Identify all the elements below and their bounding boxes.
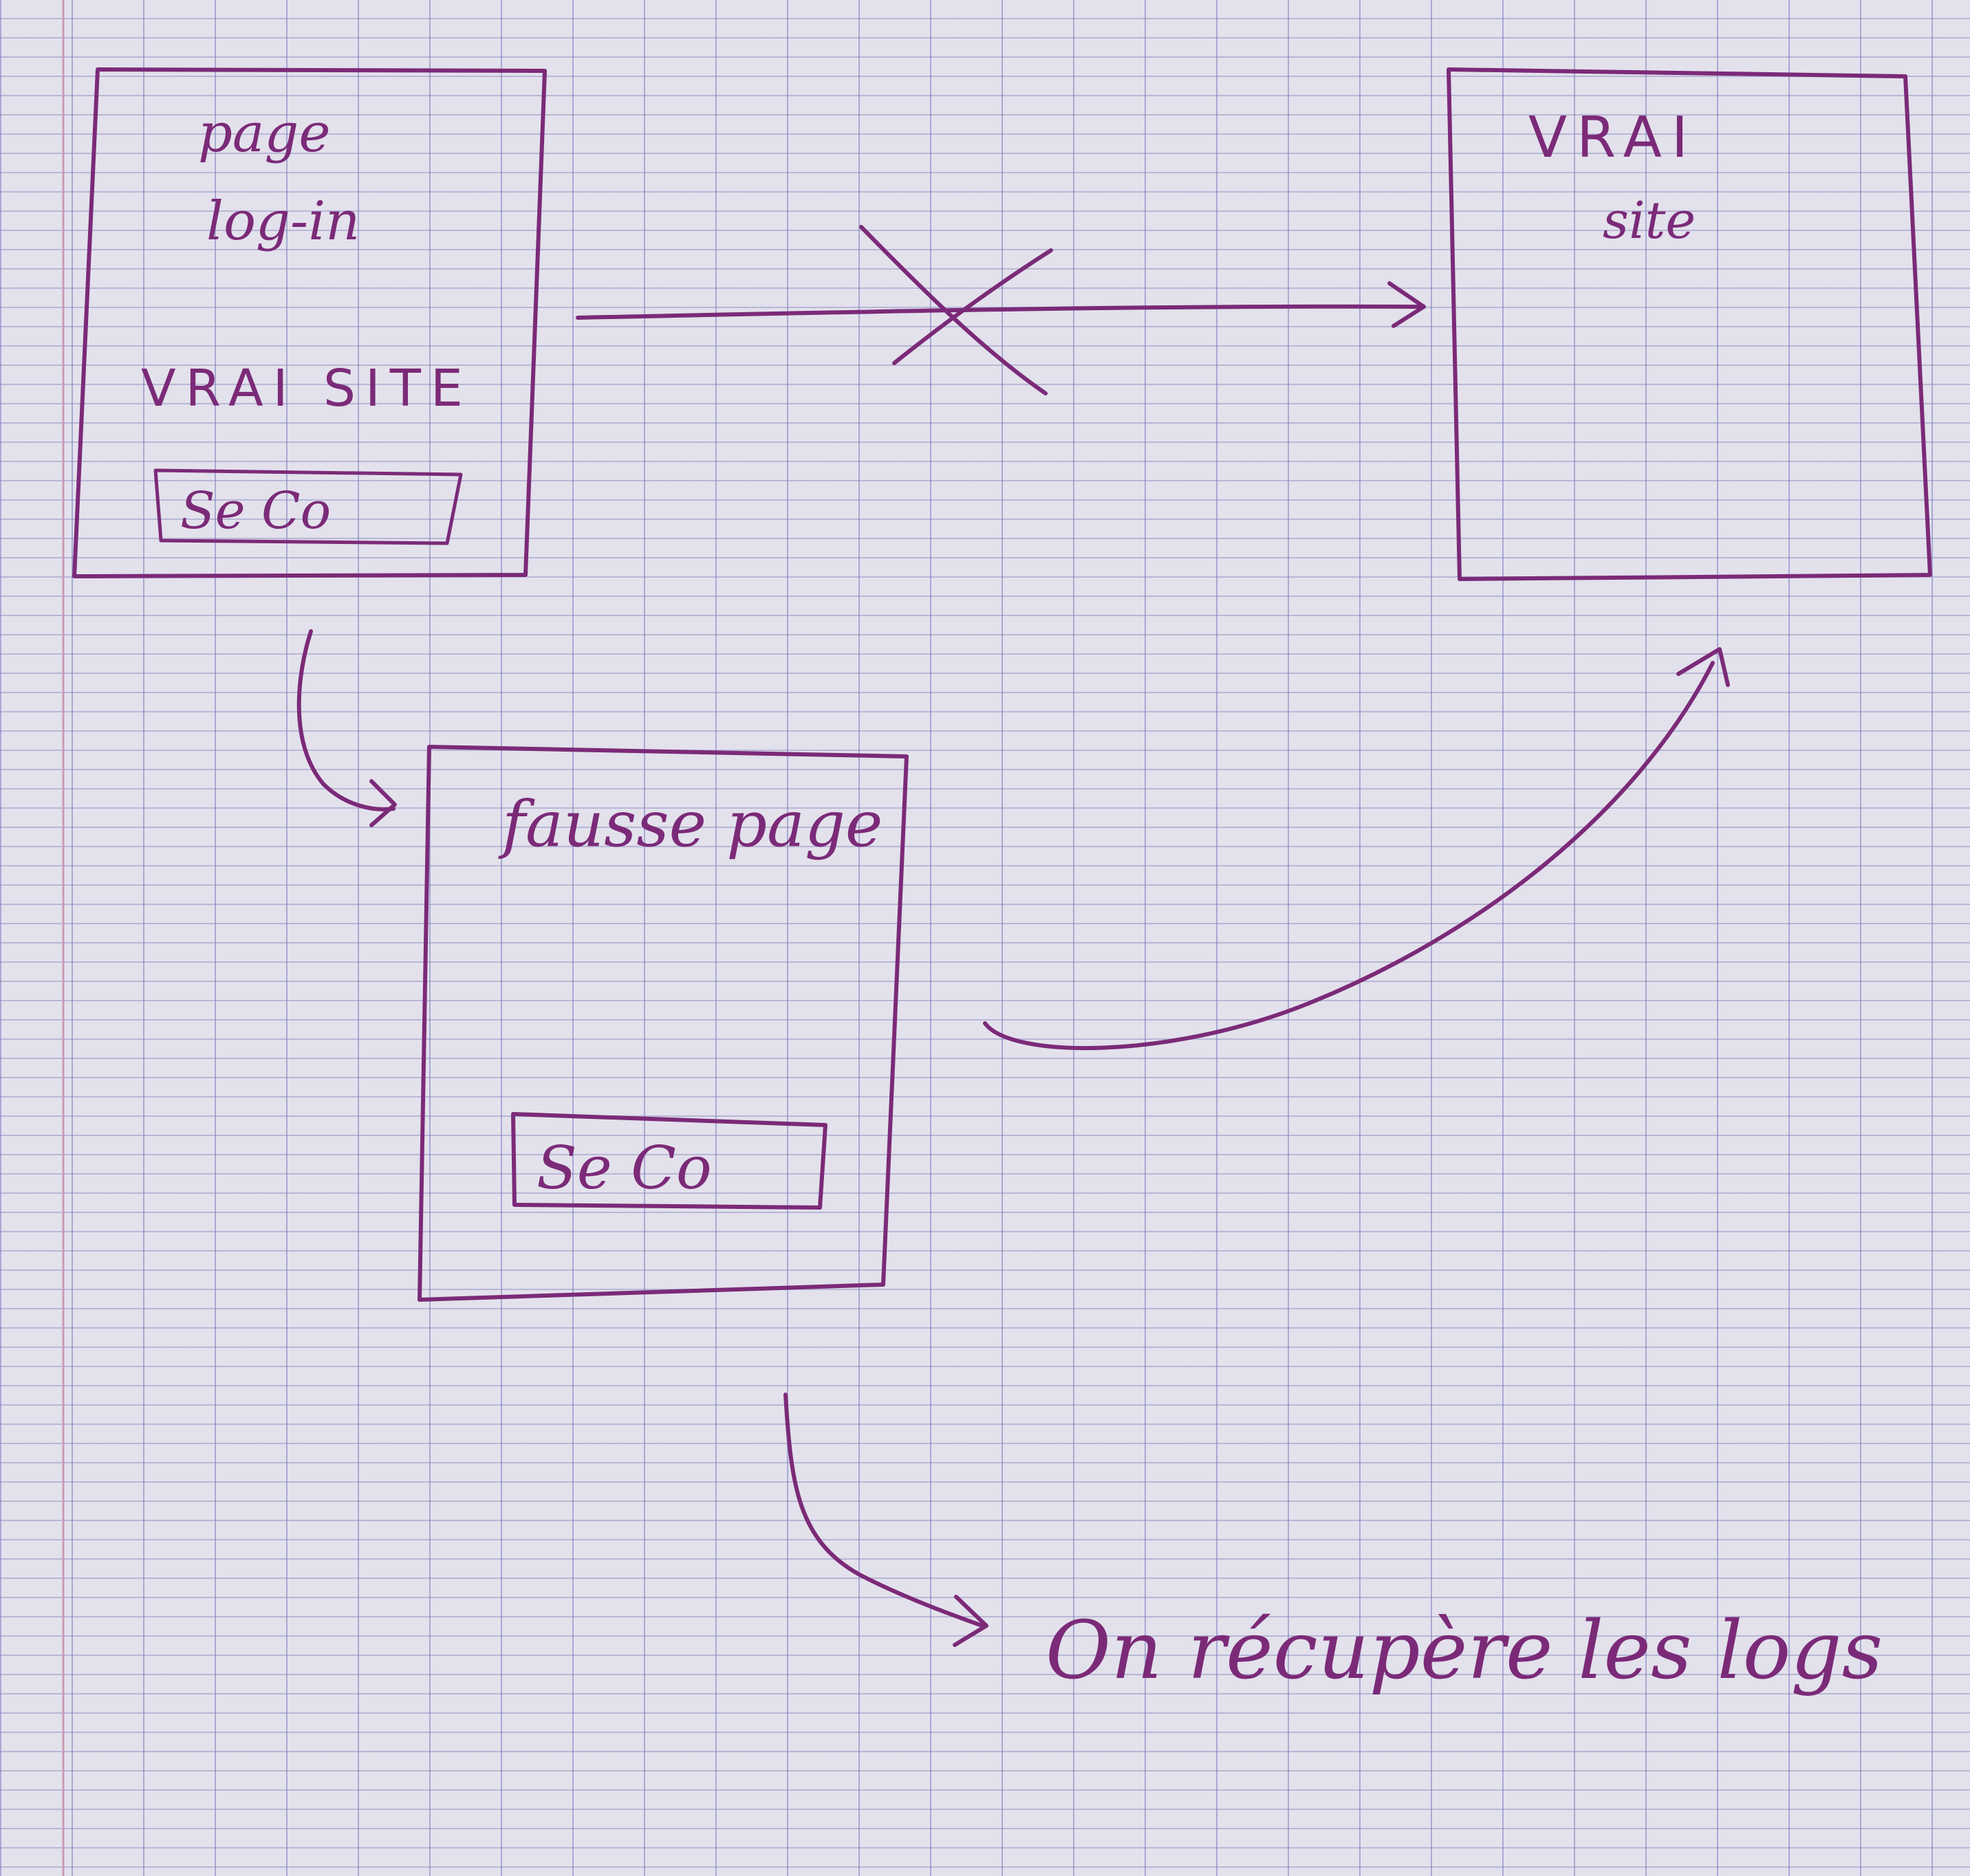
- fake-login-button-label: Se Co: [537, 1134, 712, 1203]
- result-text: On récupère les logs: [1046, 1604, 1883, 1697]
- login-button: Se Co: [153, 468, 463, 545]
- harvest-arrow: [783, 1393, 988, 1647]
- login-page-title-line2: log-in: [206, 190, 360, 252]
- blocked-arrow: [576, 225, 1426, 395]
- redirect-arrow: [296, 629, 397, 827]
- login-page-title-line1: page: [198, 102, 331, 164]
- real-site-title-line2: site: [1603, 191, 1696, 250]
- login-page-subtitle: VRAI SITE: [141, 359, 473, 418]
- fake-login-button: Se Co: [511, 1112, 827, 1210]
- login-button-label: Se Co: [180, 481, 331, 541]
- login-page-box: page log-in VRAI SITE Se Co: [72, 67, 547, 578]
- fake-page-box: fausse page Se Co: [418, 745, 909, 1302]
- forward-arrow: [983, 647, 1730, 1051]
- fake-page-title: fausse page: [498, 787, 883, 861]
- real-site-title-line1: VRAI: [1528, 105, 1698, 171]
- real-site-box: VRAI site: [1447, 67, 1932, 581]
